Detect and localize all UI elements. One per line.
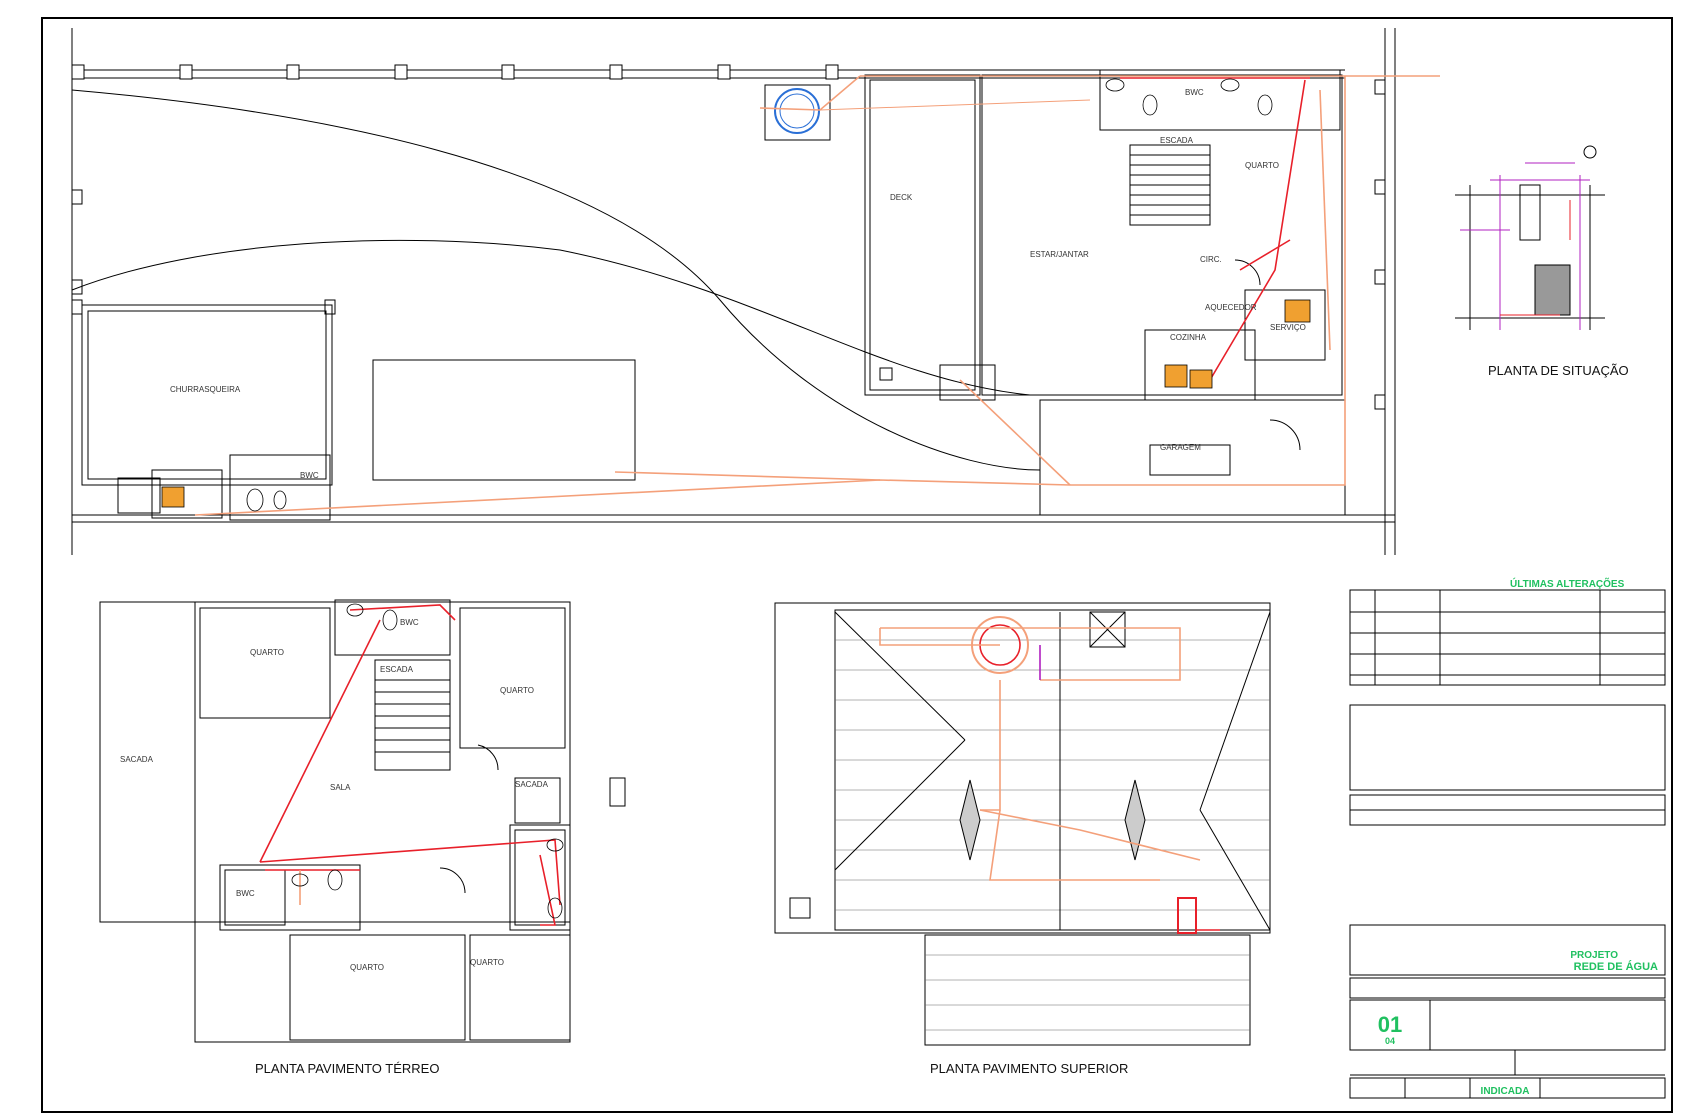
room-label: SACADA [120,755,154,764]
project-label: PROJETO [1570,950,1618,961]
site-room-labels: CHURRASQUEIRA DECK ESTAR/JANTAR ESCADA Q… [170,88,1306,480]
alterations-header: ÚLTIMAS ALTERAÇÕES [1510,577,1625,590]
room-label: BWC [236,889,255,898]
sheet-number: 01 [1378,1012,1402,1037]
room-label: BWC [1185,88,1204,97]
room-label: ESTAR/JANTAR [1030,250,1089,259]
room-label: SERVIÇO [1270,323,1306,332]
room-label: BWC [400,618,419,627]
project-name: REDE DE ÁGUA [1574,960,1658,973]
room-label: QUARTO [1245,161,1279,170]
ground-room-labels: QUARTO QUARTO ESCADA BWC SACADA SALA SAC… [120,618,549,972]
room-label: AQUECEDOR [1205,303,1257,312]
sheet-border [41,17,1673,1113]
ground-floor-plan [99,599,626,1043]
room-label: GARAGEM [1160,443,1201,452]
situation-plan [1455,145,1605,330]
sheet-total: 04 [1385,1036,1395,1046]
room-label: BWC [300,471,319,480]
situation-title: PLANTA DE SITUAÇÃO [1488,363,1629,378]
room-label: QUARTO [500,686,534,695]
room-label: ESCADA [380,665,414,674]
room-label: CIRC. [1200,255,1222,264]
site-plan [71,28,1396,555]
room-label: SACADA [515,780,549,789]
title-block [1349,589,1666,1099]
ground-pipes [259,604,561,926]
room-label: ESCADA [1160,136,1194,145]
room-label: QUARTO [350,963,384,972]
scale-value: INDICADA [1481,1086,1530,1097]
upper-pipes [879,616,1220,934]
site-pipes [194,75,1440,516]
room-label: QUARTO [470,958,504,967]
room-label: SALA [330,783,351,792]
room-label: DECK [890,193,913,202]
room-label: QUARTO [250,648,284,657]
ground-fixtures [291,603,564,919]
room-label: CHURRASQUEIRA [170,385,241,394]
room-label: COZINHA [1170,333,1207,342]
ground-floor-title: PLANTA PAVIMENTO TÉRREO [255,1061,439,1076]
site-fixtures [161,78,1311,512]
upper-floor-plan [774,602,1271,1046]
upper-floor-title: PLANTA PAVIMENTO SUPERIOR [930,1061,1128,1076]
